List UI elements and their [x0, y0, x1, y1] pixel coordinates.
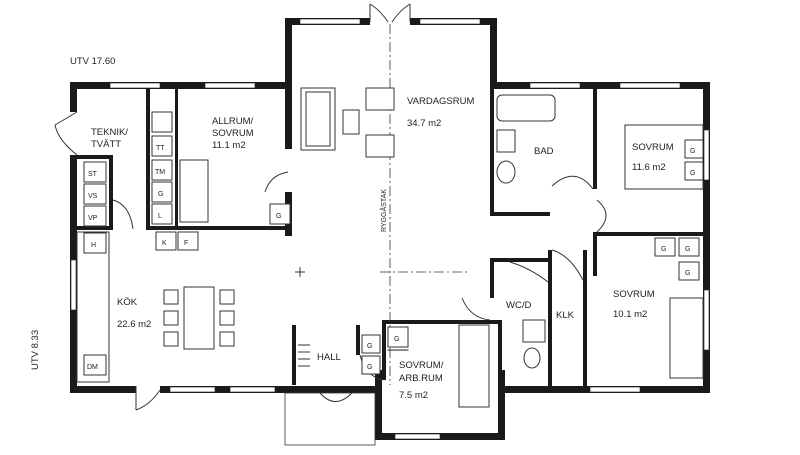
room-teknik-line1: TEKNIK/ — [91, 127, 128, 138]
fixture-label: G — [685, 270, 690, 277]
fixture-label: G — [685, 246, 690, 253]
room-sovrum3-area: 7.5 m2 — [399, 390, 428, 401]
fixture-label: G — [661, 246, 666, 253]
fixture-label: F — [184, 240, 188, 247]
room-sovrum1-area: 11.6 m2 — [632, 162, 666, 173]
fixture-label: G — [690, 170, 695, 177]
depth-dimension: UTV 8.33 — [30, 330, 41, 370]
width-dimension: UTV 17.60 — [70, 56, 115, 67]
fixture-label: G — [158, 191, 163, 198]
room-allrum-line1: ALLRUM/ — [212, 116, 254, 127]
room-allrum-area: 11.1 m2 — [212, 140, 246, 151]
room-wcd-name: WC/D — [506, 300, 531, 311]
fixture-label: VS — [88, 193, 98, 200]
room-klk-name: KLK — [556, 310, 575, 321]
room-kok-area: 22.6 m2 — [117, 319, 151, 330]
room-sovrum3-line1: SOVRUM/ — [399, 360, 444, 371]
room-sovrum2-area: 10.1 m2 — [613, 309, 647, 320]
room-kok-name: KÖK — [117, 297, 138, 308]
fixture-label: G — [367, 364, 372, 371]
fixture-label: ST — [88, 171, 98, 178]
room-teknik-line2: TVÄTT — [91, 139, 121, 150]
ridge-label: RYGGÅSTAK — [379, 189, 388, 232]
teknik-fixtures: ST VS VP H DM — [83, 161, 107, 376]
windows — [70, 18, 710, 440]
fixture-label: H — [91, 242, 96, 249]
room-sovrum3-line2: ARB.RUM — [399, 373, 443, 384]
fixture-label: TM — [155, 169, 165, 176]
fixture-label: DM — [87, 364, 98, 371]
fixture-label: G — [394, 336, 399, 343]
ridge-line — [380, 24, 470, 385]
fixture-label: G — [690, 148, 695, 155]
room-sovrum1-name: SOVRUM — [632, 142, 674, 153]
fixture-label: K — [162, 240, 167, 247]
patio-door — [369, 3, 411, 23]
fixture-label: G — [276, 213, 281, 220]
fixture-label: L — [158, 213, 162, 220]
room-vardagsrum-name: VARDAGSRUM — [407, 96, 474, 107]
fixture-label: G — [367, 343, 372, 350]
fixture-label: VP — [88, 215, 98, 222]
room-vardagsrum-area: 34.7 m2 — [407, 118, 441, 129]
sovrum-wardrobes: G G G G G G G G — [361, 139, 704, 375]
fixture-label: TT — [156, 145, 165, 152]
room-bad-name: BAD — [534, 146, 554, 157]
room-labels: TEKNIK/ TVÄTT ALLRUM/ SOVRUM 11.1 m2 VAR… — [91, 96, 674, 401]
furniture — [76, 87, 704, 408]
room-hall-name: HALL — [317, 352, 341, 363]
room-sovrum2-name: SOVRUM — [613, 289, 655, 300]
entrance-step — [284, 392, 376, 446]
allrum-fixtures: TT TM G L K F G — [151, 111, 291, 251]
room-allrum-line2: SOVRUM — [212, 128, 254, 139]
